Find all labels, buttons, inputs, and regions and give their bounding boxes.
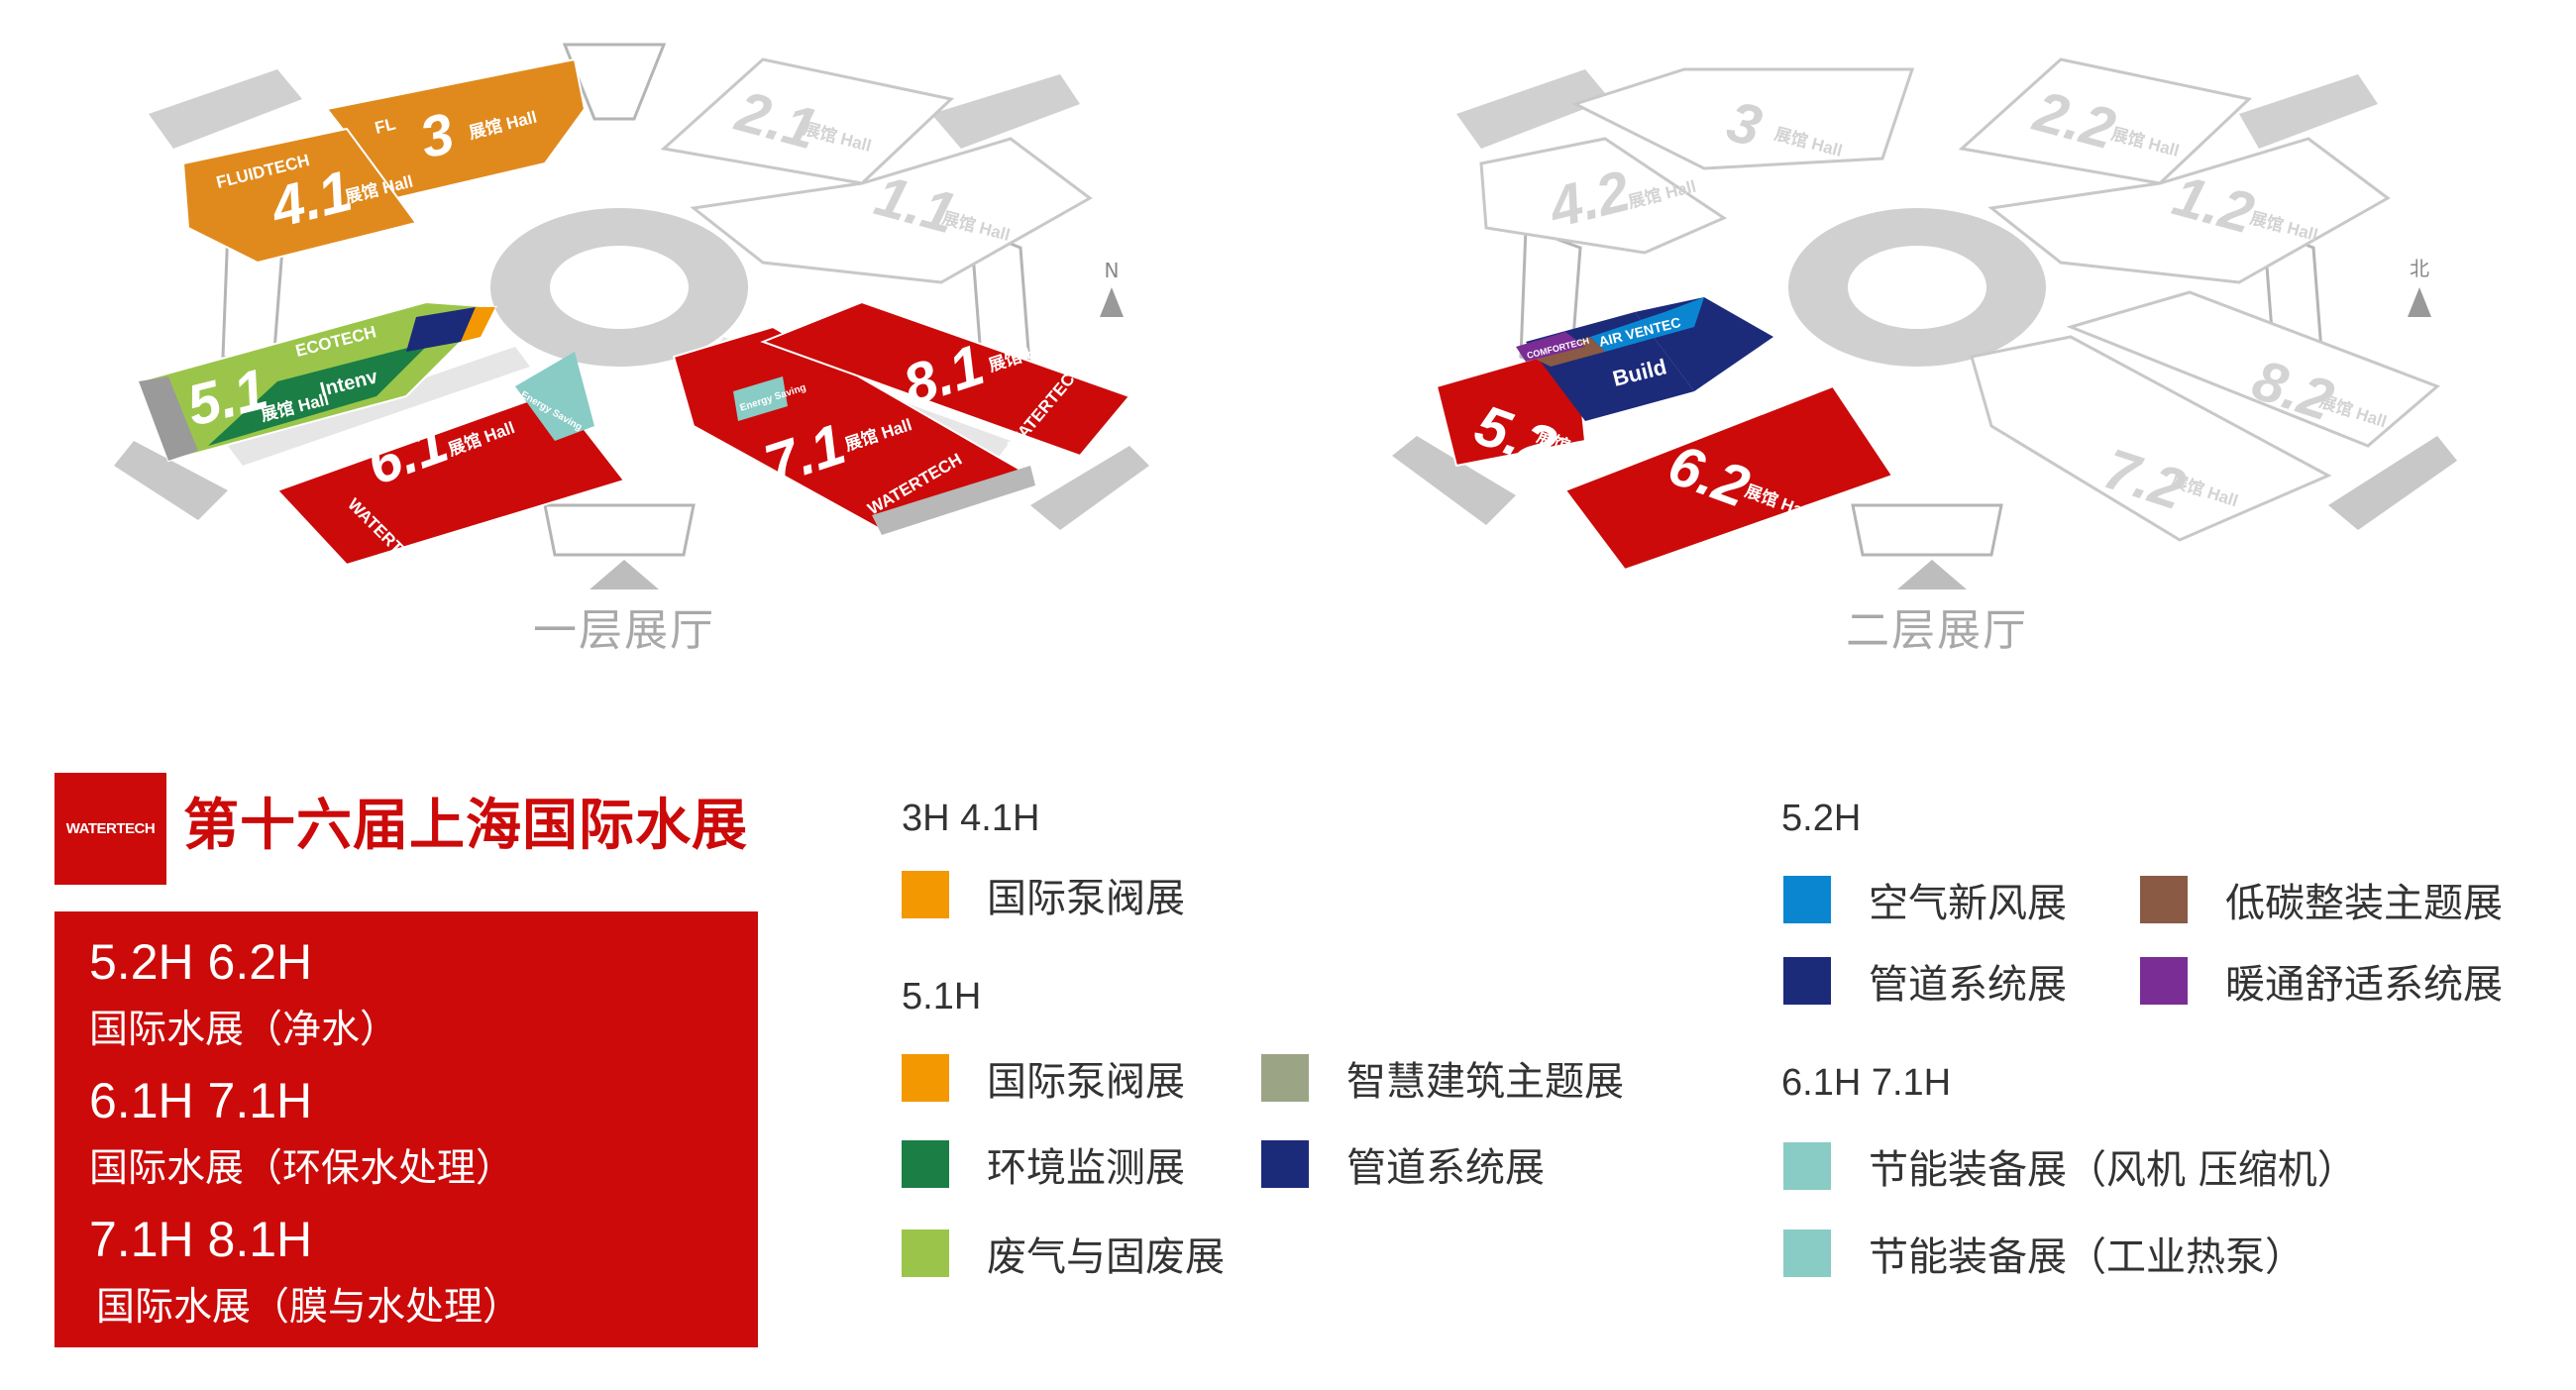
legend-item: 低碳整装主题展 bbox=[2140, 875, 2503, 926]
legend-item: 暖通舒适系统展 bbox=[2140, 956, 2503, 1008]
corridor-wing bbox=[2328, 436, 2457, 530]
corridor-wing bbox=[931, 74, 1080, 149]
legend-label: 国际泵阀展 bbox=[987, 876, 1185, 921]
hall-3-floor2[interactable]: 3 展馆 Hall bbox=[1571, 67, 1915, 170]
legend-swatch bbox=[1783, 1142, 1831, 1190]
legend-label: 节能装备展（工业热泵） bbox=[1869, 1234, 2305, 1280]
legend-swatch bbox=[2140, 957, 2188, 1005]
summary-name-1: 国际水展（净水） bbox=[89, 1008, 399, 1052]
legend-swatch bbox=[902, 1230, 949, 1277]
legend-label: 节能装备展（风机 压缩机） bbox=[1869, 1147, 2357, 1193]
north-arrow-icon bbox=[1100, 287, 1124, 317]
legend-label: 低碳整装主题展 bbox=[2225, 881, 2503, 926]
expo-title: 第十六届上海国际水展 bbox=[183, 794, 748, 858]
legend-item: 空气新风展 bbox=[1783, 875, 2067, 926]
hall-3-brand: FL bbox=[373, 114, 397, 137]
legend-head-51h: 5.1H bbox=[902, 976, 982, 1017]
legend-item: 国际泵阀展 bbox=[902, 1053, 1185, 1105]
corridor-wing bbox=[114, 441, 228, 520]
north-compass-floor2: 北 bbox=[2408, 257, 2431, 317]
corridor-wing bbox=[1456, 69, 1610, 149]
legend-label: 废气与固废展 bbox=[987, 1234, 1225, 1280]
summary-code-1: 5.2H 6.2H bbox=[89, 934, 313, 990]
summary-name-3: 国际水展（膜与水处理） bbox=[96, 1285, 522, 1330]
compass-label: 北 bbox=[2410, 257, 2429, 280]
summary-name-2: 国际水展（环保水处理） bbox=[89, 1146, 515, 1191]
floor1-label: 一层展厅 bbox=[533, 605, 715, 656]
hall-7-1[interactable]: 7.1 展馆 Hall WATERTECH Energy Saving bbox=[672, 325, 1035, 535]
entrance-arrow-icon bbox=[590, 560, 659, 589]
summary-code-2: 6.1H 7.1H bbox=[89, 1073, 313, 1128]
hall-8-2[interactable]: 8.2 展馆 Hall bbox=[2066, 290, 2440, 448]
logo-text: WATERTECH bbox=[65, 820, 156, 837]
legend-label: 国际泵阀展 bbox=[987, 1059, 1185, 1105]
legend-item: 节能装备展（风机 压缩机） bbox=[1783, 1141, 2357, 1193]
corridor-wing bbox=[149, 69, 302, 149]
hall-2-2[interactable]: 2.2 展馆 Hall bbox=[1958, 57, 2253, 185]
hall-5-1[interactable]: 5.1 展馆 Hall ECOTECH Intenv bbox=[137, 300, 498, 463]
corridor-wing bbox=[2239, 74, 2378, 149]
central-ring-inner bbox=[1848, 246, 1986, 329]
entrance-arrow-icon bbox=[1897, 560, 1967, 589]
hall-4-1[interactable]: 4.1 展馆 Hall FLUIDTECH bbox=[181, 127, 418, 265]
legend-label: 智慧建筑主题展 bbox=[1346, 1059, 1624, 1105]
hall-6-2[interactable]: 6.2 展馆 Hall bbox=[1563, 384, 1894, 572]
hall-8-1[interactable]: 8.1 展馆 Hall WATERTECH bbox=[760, 300, 1131, 458]
legend-item: 节能装备展（工业热泵） bbox=[1783, 1229, 2305, 1280]
north-compass: N bbox=[1100, 259, 1124, 317]
hall-1-1[interactable]: 1.1 展馆 Hall bbox=[690, 137, 1093, 284]
summary-code-3: 7.1H 8.1H bbox=[89, 1212, 313, 1267]
legend-label: 管道系统展 bbox=[1346, 1145, 1545, 1191]
hall-1-2[interactable]: 1.2 展馆 Hall bbox=[1987, 137, 2391, 284]
legend-swatch bbox=[902, 871, 949, 918]
connector bbox=[562, 43, 667, 121]
legend-swatch bbox=[2140, 876, 2188, 923]
legend-swatch bbox=[1261, 1054, 1309, 1102]
connector bbox=[1851, 503, 2003, 557]
legend-head-52h: 5.2H bbox=[1781, 798, 1862, 839]
floor2-map: 3 展馆 Hall 4.2 展馆 Hall 2.2 展馆 Hall 1.2 展馆… bbox=[1392, 57, 2457, 589]
hall-summary-box: 5.2H 6.2H 国际水展（净水） 6.1H 7.1H 国际水展（环保水处理）… bbox=[54, 911, 758, 1347]
legend-item: 环境监测展 bbox=[902, 1139, 1185, 1191]
walkway bbox=[228, 347, 530, 466]
north-arrow-icon bbox=[2408, 287, 2431, 317]
compass-label: N bbox=[1105, 259, 1120, 282]
hall-2-1[interactable]: 2.1 展馆 Hall bbox=[660, 57, 955, 185]
hall-4-2[interactable]: 4.2 展馆 Hall bbox=[1479, 137, 1728, 255]
connector bbox=[543, 503, 696, 557]
floor1-map: 3 展馆 Hall FL 4.1 展馆 Hall FLUIDTECH 5.1 展… bbox=[114, 43, 1149, 589]
legend-item: 管道系统展 bbox=[1783, 956, 2067, 1008]
legend-swatch bbox=[1783, 876, 1831, 923]
hall-3[interactable]: 3 展馆 Hall FL bbox=[325, 57, 587, 200]
legend-label: 暖通舒适系统展 bbox=[2225, 962, 2503, 1008]
legend-item: 管道系统展 bbox=[1261, 1139, 1545, 1191]
legend-swatch bbox=[1261, 1140, 1309, 1188]
legend-item: 国际泵阀展 bbox=[902, 870, 1185, 921]
watertech-logo: WATERTECH bbox=[54, 773, 166, 885]
corridor-wing bbox=[1030, 446, 1149, 530]
floor2-label: 二层展厅 bbox=[1846, 605, 2028, 656]
legend-label: 管道系统展 bbox=[1869, 962, 2067, 1008]
legend-head-3h-41h: 3H 4.1H bbox=[902, 798, 1040, 839]
legend-swatch bbox=[902, 1140, 949, 1188]
legend-item: 废气与固废展 bbox=[902, 1229, 1225, 1280]
legend-label: 空气新风展 bbox=[1869, 881, 2067, 926]
legend-swatch bbox=[1783, 957, 1831, 1005]
legend-label: 环境监测展 bbox=[987, 1145, 1185, 1191]
legend-swatch bbox=[1783, 1230, 1831, 1277]
corridor-wing bbox=[1392, 436, 1516, 525]
legend-head-61h-71h: 6.1H 7.1H bbox=[1781, 1062, 1952, 1104]
legend-swatch bbox=[902, 1054, 949, 1102]
central-ring-inner bbox=[550, 246, 689, 329]
legend-item: 智慧建筑主题展 bbox=[1261, 1053, 1624, 1105]
